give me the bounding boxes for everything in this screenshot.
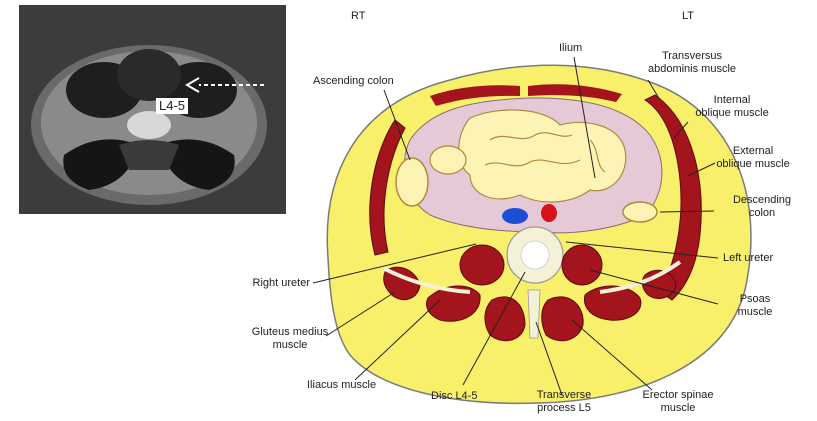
label-transverse-process: Transverse process L5 [526, 389, 602, 415]
transverse-process-l5 [528, 290, 540, 338]
label-psoas-line2: muscle [725, 306, 785, 319]
label-transverse-line1: Transverse [526, 389, 602, 402]
ascending-colon [396, 158, 428, 206]
right-psoas [460, 245, 504, 285]
side-label-left: LT [682, 10, 694, 23]
label-transversus-line2: abdominis muscle [622, 63, 762, 76]
label-right-ureter: Right ureter [230, 277, 310, 290]
label-gluteus-line1: Gluteus medius [240, 326, 340, 339]
bowel-loop-small [430, 146, 466, 174]
label-erector-line2: muscle [628, 402, 728, 415]
label-disc: Disc L4-5 [431, 390, 477, 403]
label-ilium: Ilium [559, 42, 582, 55]
label-erector-line1: Erector spinae [628, 389, 728, 402]
label-internal-oblique: Internal oblique muscle [682, 94, 782, 120]
descending-colon [623, 202, 657, 222]
label-gluteus-line2: muscle [240, 339, 340, 352]
label-ascending-colon: Ascending colon [313, 75, 394, 88]
inferior-vena-cava [502, 208, 528, 224]
label-gluteus-medius: Gluteus medius muscle [240, 326, 340, 352]
label-external-oblique-line1: External [703, 145, 803, 158]
label-internal-oblique-line1: Internal [682, 94, 782, 107]
label-left-ureter: Left ureter [723, 252, 773, 265]
label-iliacus: Iliacus muscle [307, 379, 376, 392]
label-descending-colon-line2: colon [722, 207, 802, 220]
label-external-oblique: External oblique muscle [703, 145, 803, 171]
aorta [541, 204, 557, 222]
left-psoas [562, 245, 602, 285]
label-transversus-line1: Transversus [622, 50, 762, 63]
label-psoas: Psoas muscle [725, 293, 785, 319]
label-internal-oblique-line2: oblique muscle [682, 107, 782, 120]
nucleus-pulposus [521, 241, 549, 269]
label-psoas-line1: Psoas [725, 293, 785, 306]
label-external-oblique-line2: oblique muscle [703, 158, 803, 171]
label-descending-colon-line1: Descending [722, 194, 802, 207]
label-transversus-abdominis: Transversus abdominis muscle [622, 50, 762, 76]
side-label-right: RT [351, 10, 365, 23]
label-erector-spinae: Erector spinae muscle [628, 389, 728, 415]
label-descending-colon: Descending colon [722, 194, 802, 220]
label-transverse-line2: process L5 [526, 402, 602, 415]
